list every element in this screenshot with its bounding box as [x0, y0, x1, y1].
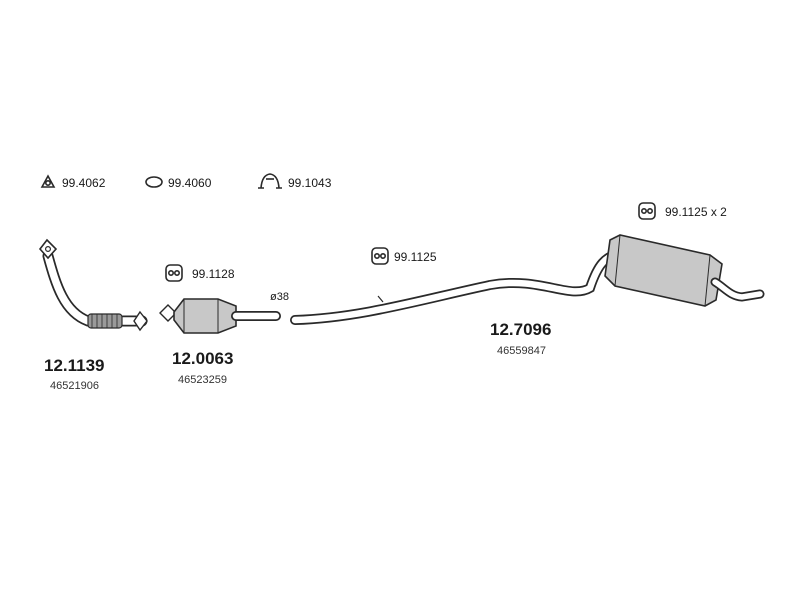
- oem-number: 46559847: [497, 345, 546, 357]
- oem-number: 46521906: [50, 380, 99, 392]
- hanger-code: 99.1125 x 2: [665, 205, 727, 219]
- accessory-code: 99.1043: [288, 176, 332, 190]
- accessory-code: 99.4062: [62, 176, 106, 190]
- part-number: 12.7096: [490, 320, 552, 339]
- rear-silencer-assembly-drawing: [290, 234, 765, 325]
- catalytic-converter-drawing: [159, 298, 281, 334]
- oem-number: 46523259: [178, 374, 227, 386]
- rubber-hanger-icon: [165, 264, 183, 282]
- accessory-code: 99.4060: [168, 176, 212, 190]
- rubber-hanger-icon: [638, 202, 656, 220]
- hanger-code: 99.1128: [192, 267, 235, 281]
- rubber-hanger-icon: [371, 247, 389, 265]
- triangle-gasket-icon: [40, 174, 56, 188]
- front-pipe-drawing: [38, 238, 148, 332]
- oval-gasket-icon: [145, 176, 163, 188]
- hanger-code: 99.1125: [394, 250, 437, 264]
- pipe-diameter-label: ø38: [270, 291, 289, 303]
- clamp-icon: [258, 173, 282, 189]
- part-number: 12.1139: [44, 356, 105, 375]
- part-number: 12.0063: [172, 349, 234, 368]
